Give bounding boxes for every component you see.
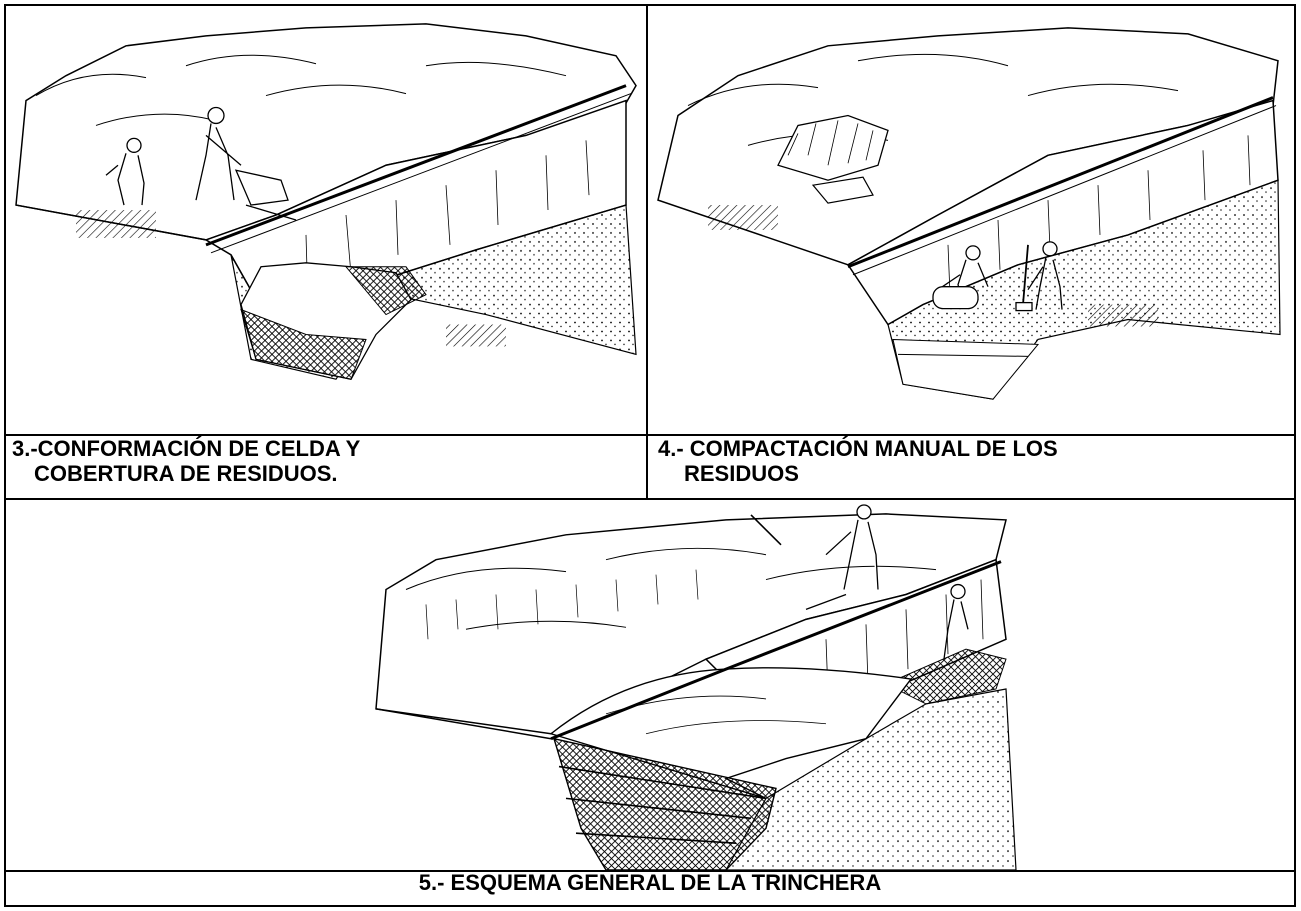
panel-5: 5.- ESQUEMA GENERAL DE LA TRINCHERA [4,498,1296,907]
panel-4-illustration [648,6,1294,436]
panel-4-caption: 4.- COMPACTACIÓN MANUAL DE LOS RESIDUOS [648,436,1294,498]
trench-cell-cover-drawing [15,23,637,380]
panel-4-caption-line1: 4.- COMPACTACIÓN MANUAL DE LOS [658,436,1058,461]
trench-general-scheme-drawing [375,504,1017,870]
panel-5-caption: 5.- ESQUEMA GENERAL DE LA TRINCHERA [6,870,1294,905]
panel-3-caption-line1: 3.-CONFORMACIÓN DE CELDA Y [12,436,361,461]
panel-4: 4.- COMPACTACIÓN MANUAL DE LOS RESIDUOS [646,4,1296,500]
panel-3: 3.-CONFORMACIÓN DE CELDA Y COBERTURA DE … [4,4,648,500]
panel-5-caption-text: 5.- ESQUEMA GENERAL DE LA TRINCHERA [418,870,882,895]
panel-3-caption-line2: COBERTURA DE RESIDUOS. [34,461,338,486]
panel-5-illustration [6,500,1294,872]
manual-compaction-drawing [657,27,1281,400]
panel-3-caption: 3.-CONFORMACIÓN DE CELDA Y COBERTURA DE … [6,436,646,498]
panel-4-caption-line2: RESIDUOS [684,461,799,486]
panel-3-illustration [6,6,646,436]
